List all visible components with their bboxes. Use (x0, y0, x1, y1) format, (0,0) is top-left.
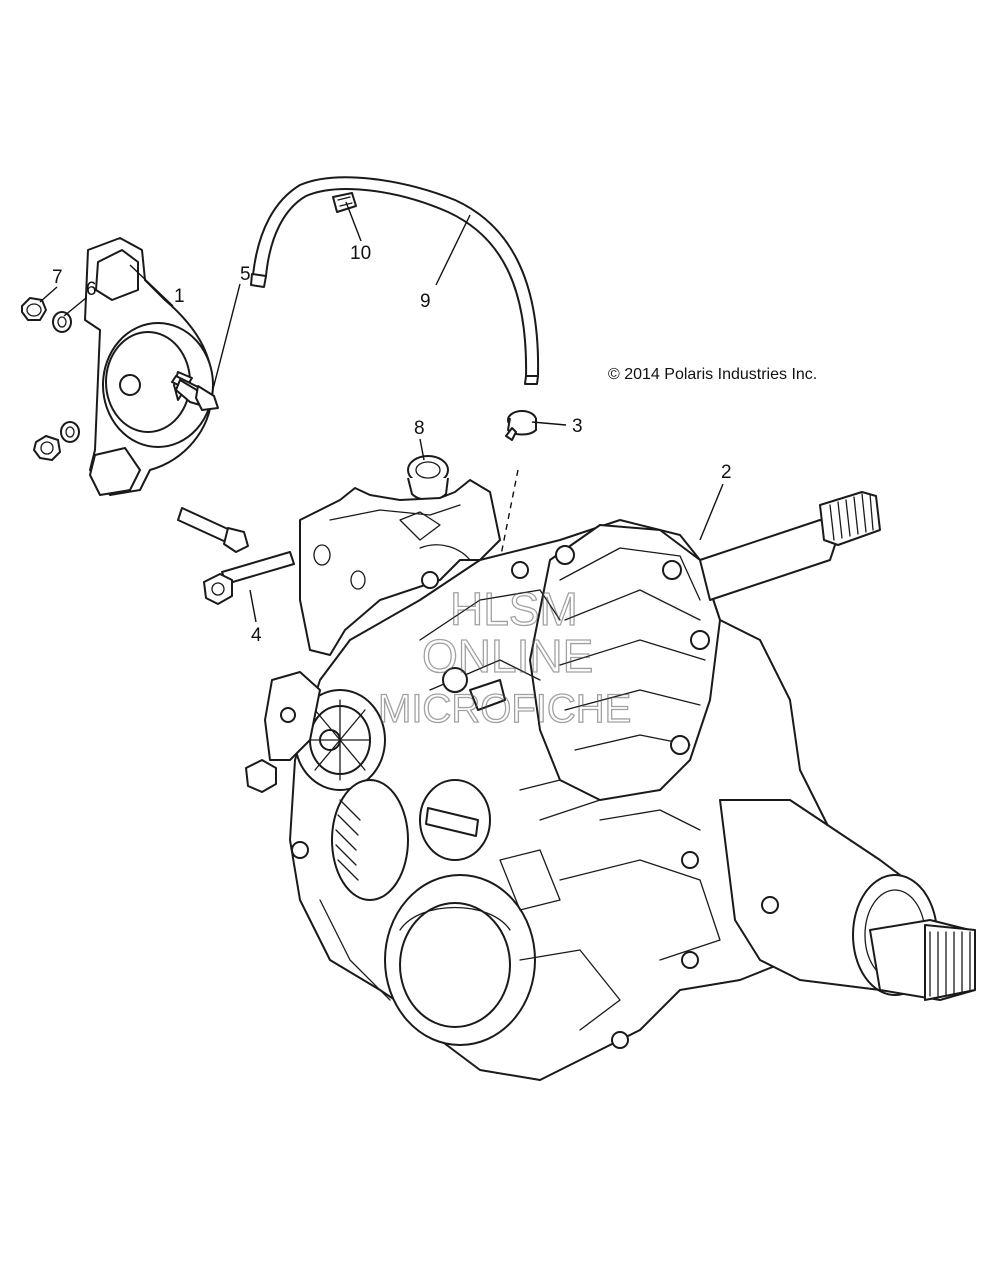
bolt-middle (177, 507, 249, 553)
callout-3: 3 (572, 416, 583, 437)
hose-clamp (505, 410, 537, 441)
callout-2: 2 (721, 462, 732, 483)
washer-bottom (60, 421, 80, 443)
bushing (407, 455, 449, 501)
callout-1: 1 (174, 286, 185, 307)
hose-clip (332, 192, 357, 213)
clamp-leader-dashed (499, 469, 519, 561)
flange-nut-top (21, 297, 47, 321)
callout-10: 10 (350, 243, 371, 264)
watermark-line-3: MICROFICHE (378, 687, 631, 731)
watermark-line-2: ONLINE (422, 630, 593, 682)
callout-9: 9 (420, 291, 431, 312)
copyright-notice: © 2014 Polaris Industries Inc. (608, 366, 818, 383)
bolt-4 (203, 551, 295, 605)
callout-5: 5 (240, 264, 251, 285)
callout-6: 6 (86, 279, 97, 300)
washer-top (52, 311, 72, 333)
breather-hose (250, 176, 540, 385)
shift-cover (84, 237, 214, 496)
watermark: HLSM ONLINE MICROFICHE (377, 582, 632, 731)
flange-nut-bottom (33, 435, 61, 461)
watermark-line-1: HLSM (450, 583, 578, 635)
bolt-5 (171, 371, 219, 411)
leader-lines (39, 201, 724, 623)
callout-4: 4 (251, 625, 262, 646)
callout-7: 7 (52, 267, 63, 288)
callout-numbers: 1 2 3 4 5 6 7 8 9 10 (52, 243, 732, 646)
callout-8: 8 (414, 418, 425, 439)
transmission-assembly (245, 479, 976, 1081)
